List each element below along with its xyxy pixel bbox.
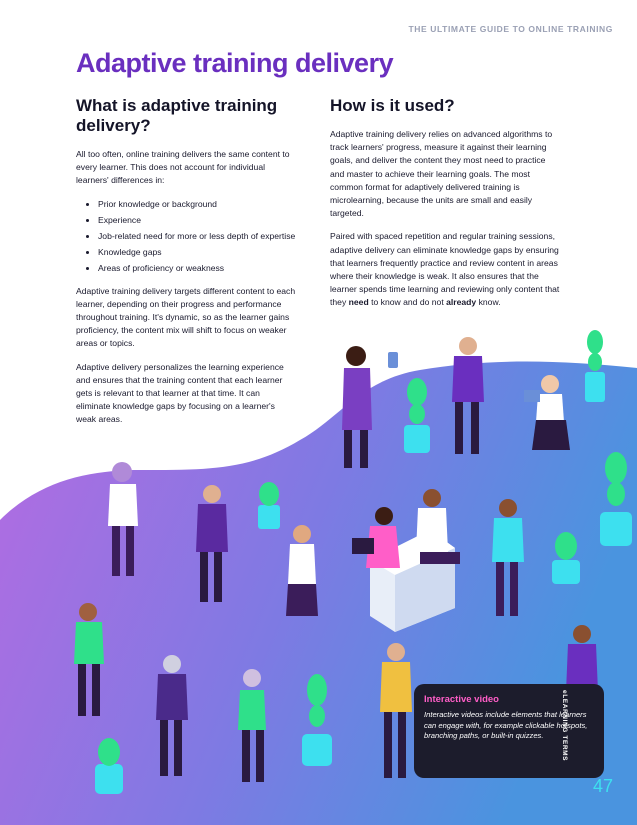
- right-column: How is it used? Adaptive training delive…: [330, 96, 562, 320]
- interactive-video-callout: Interactive video Interactive videos inc…: [414, 684, 604, 778]
- left-paragraph-3: Adaptive delivery personalizes the learn…: [76, 361, 284, 425]
- text-run: to know and do not: [368, 297, 447, 308]
- differences-list: Prior knowledge or background Experience…: [76, 198, 296, 275]
- right-paragraph-1: Adaptive training delivery relies on adv…: [330, 129, 553, 219]
- person-laptop-right: [524, 375, 570, 450]
- plant-3: [258, 482, 280, 529]
- person-teal-cheering: [492, 499, 524, 616]
- plant-2: [404, 378, 430, 453]
- callout-title: Interactive video: [424, 694, 499, 705]
- person-sitting-laptop: [352, 507, 400, 568]
- text-run: Paired with spaced repetition and regula…: [330, 231, 560, 308]
- person-tablet-left: [196, 485, 228, 602]
- person-center-woman: [286, 525, 318, 616]
- left-intro: All too often, online training delivers …: [76, 149, 290, 186]
- bold-need: need: [348, 297, 369, 308]
- list-item: Areas of proficiency or weakness: [98, 262, 296, 275]
- left-column: What is adaptive training delivery? All …: [76, 96, 296, 437]
- plant-4: [600, 452, 632, 546]
- side-label-text: eLEARNING TERMS: [561, 690, 568, 762]
- plant-6: [302, 674, 332, 766]
- list-item: Experience: [98, 214, 296, 227]
- person-suit-top: [452, 337, 484, 454]
- plant-5: [552, 532, 580, 584]
- bold-already: already: [446, 297, 477, 308]
- page-number: 47: [592, 776, 613, 796]
- running-header: THE ULTIMATE GUIDE TO ONLINE TRAINING: [408, 24, 613, 34]
- callout-body: Interactive videos include elements that…: [424, 710, 588, 740]
- left-paragraph-2: Adaptive training delivery targets diffe…: [76, 285, 296, 349]
- list-item: Prior knowledge or background: [98, 198, 296, 211]
- person-phone-left: [108, 462, 138, 576]
- list-item: Job-related need for more or less depth …: [98, 230, 296, 243]
- person-tablet-top: [342, 346, 398, 468]
- side-label: eLEARNING TERMS: [556, 690, 570, 770]
- text-run: know.: [476, 297, 501, 308]
- plant-7: [95, 738, 123, 794]
- person-cheering: [416, 489, 460, 564]
- left-heading: What is adaptive training delivery?: [76, 96, 278, 135]
- person-green-shirt: [74, 603, 104, 716]
- person-purple-arms-up: [156, 655, 188, 776]
- plant-1: [585, 330, 605, 402]
- right-paragraph-2: Paired with spaced repetition and regula…: [330, 230, 562, 309]
- person-green-woman: [238, 669, 266, 782]
- page-title: Adaptive training delivery: [76, 48, 394, 78]
- list-item: Knowledge gaps: [98, 246, 296, 259]
- right-heading: How is it used?: [330, 96, 455, 115]
- person-yellow-jacket: [380, 643, 412, 778]
